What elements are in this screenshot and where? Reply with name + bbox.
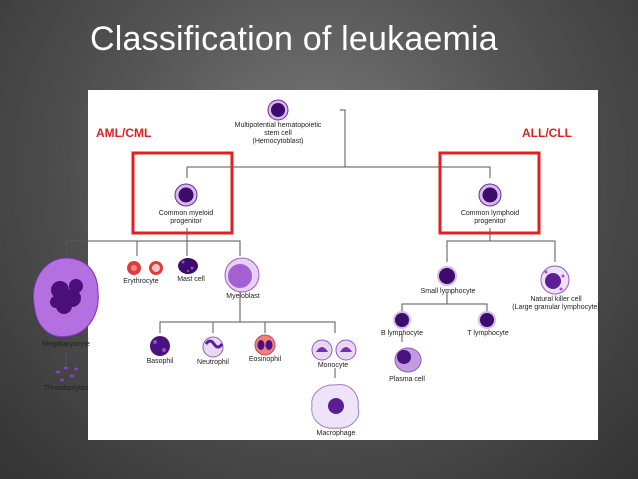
neutrophil-label: Neutrophil bbox=[197, 359, 229, 366]
connector-lines bbox=[65, 109, 556, 378]
basophil-icon bbox=[150, 336, 170, 356]
aml-cml-label: AML/CML bbox=[96, 126, 152, 140]
monocyte-icon bbox=[311, 339, 357, 361]
lymphoid-progenitor-label: Common lymphoid progenitor bbox=[460, 210, 520, 225]
lymphoid-progenitor-icon bbox=[478, 183, 502, 207]
plasma-cell-icon bbox=[394, 347, 422, 373]
erythrocyte-icon bbox=[127, 261, 163, 275]
plasma-cell-label: Plasma cell bbox=[389, 376, 425, 383]
thrombocytes-label: Thrombocytes bbox=[43, 385, 89, 392]
t-lymphocyte-icon bbox=[478, 311, 496, 329]
stem-cell-icon bbox=[267, 99, 289, 121]
slide-title: Classification of leukaemia bbox=[90, 20, 498, 58]
small-lymphocyte-label: Small lymphocyte bbox=[420, 288, 476, 295]
diagram-panel bbox=[88, 90, 598, 440]
nk-cell-label: Natural killer cell (Large granular lymp… bbox=[512, 296, 600, 311]
megakaryocyte-icon bbox=[32, 257, 99, 338]
macrophage-label: Macrophage bbox=[316, 430, 356, 437]
erythrocyte-label: Erythrocyte bbox=[123, 278, 159, 285]
eosinophil-icon bbox=[254, 334, 276, 356]
myeloid-highlight-box bbox=[131, 151, 234, 235]
macrophage-icon bbox=[311, 384, 360, 429]
myeloblast-label: Myeloblast bbox=[226, 293, 260, 300]
neutrophil-icon bbox=[202, 336, 224, 358]
b-lymphocyte-icon bbox=[393, 311, 411, 329]
myeloid-progenitor-icon bbox=[174, 183, 198, 207]
myeloblast-icon bbox=[224, 257, 260, 293]
thrombocytes-icon bbox=[55, 366, 78, 382]
small-lymphocyte-icon bbox=[437, 266, 457, 286]
lymphoid-highlight-box bbox=[438, 151, 541, 235]
monocyte-label: Monocyte bbox=[317, 362, 349, 369]
eosinophil-label: Eosinophil bbox=[248, 356, 282, 363]
basophil-label: Basophil bbox=[146, 358, 174, 365]
megakaryocyte-label: Megakaryocyte bbox=[42, 341, 90, 348]
all-cll-label: ALL/CLL bbox=[522, 126, 572, 140]
b-lymphocyte-label: B lymphocyte bbox=[380, 330, 424, 337]
nk-cell-icon bbox=[540, 265, 570, 295]
t-lymphocyte-label: T lymphocyte bbox=[467, 330, 509, 337]
mast-cell-icon bbox=[178, 258, 198, 274]
mast-cell-label: Mast cell bbox=[177, 276, 205, 283]
stem-cell-label: Multipotential hematopoietic stem cell (… bbox=[234, 122, 322, 145]
myeloid-progenitor-label: Common myeloid progenitor bbox=[158, 210, 214, 225]
